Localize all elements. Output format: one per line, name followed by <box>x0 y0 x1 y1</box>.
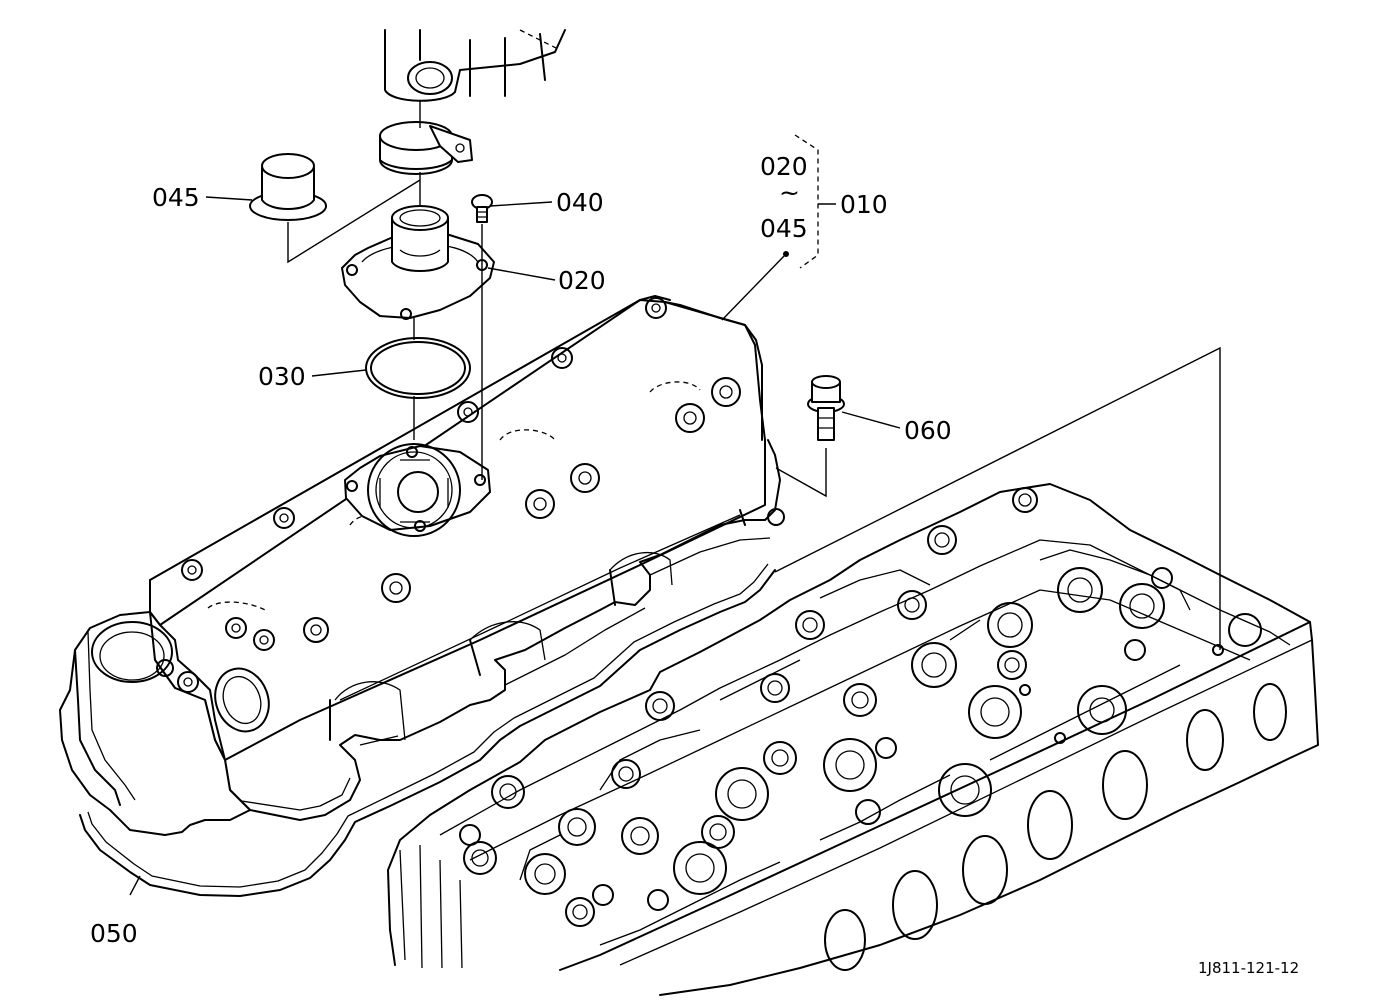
leader-lines <box>129 100 1221 896</box>
part-labels: 045 040 020 030 060 050 010 020 ~ 045 1J… <box>90 152 1299 977</box>
drawing-number: 1J811-121-12 <box>1198 959 1299 977</box>
breather-cover <box>341 205 495 320</box>
label-040: 040 <box>556 188 604 217</box>
hose-clamp <box>379 121 473 175</box>
label-range-start: 020 <box>760 152 808 181</box>
flange-bolt <box>807 375 845 441</box>
cover-bolt-bosses <box>156 297 785 693</box>
label-020: 020 <box>558 266 606 295</box>
label-010: 010 <box>840 190 888 219</box>
cover-gasket <box>79 563 776 897</box>
cap <box>249 153 327 221</box>
label-range-tilde: ~ <box>779 178 800 207</box>
screw <box>471 194 493 223</box>
o-ring <box>365 337 471 399</box>
breather-hose <box>384 29 566 102</box>
label-045: 045 <box>152 183 200 212</box>
label-030: 030 <box>258 362 306 391</box>
label-range-end: 045 <box>760 214 808 243</box>
valve-cover <box>59 295 785 836</box>
label-060: 060 <box>904 416 952 445</box>
cylinder-head <box>387 483 1319 996</box>
label-050: 050 <box>90 919 138 948</box>
valve-pockets <box>459 487 1262 927</box>
